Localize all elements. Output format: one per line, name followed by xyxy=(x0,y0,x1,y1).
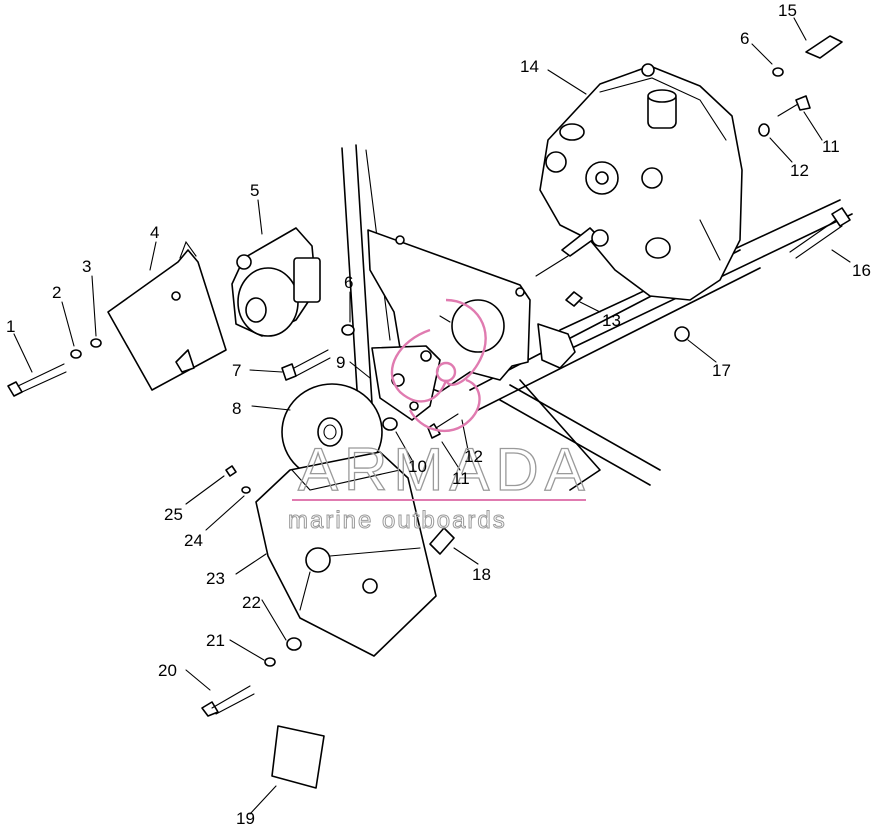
callout-labels: 1 2 3 4 5 6 6 7 8 9 10 11 11 12 12 13 14… xyxy=(6,1,871,828)
motor-5 xyxy=(231,227,321,337)
callout-7: 7 xyxy=(232,361,241,380)
callout-16: 16 xyxy=(852,261,871,280)
callout-9: 9 xyxy=(336,353,345,372)
callout-4: 4 xyxy=(150,223,159,242)
callout-11-right: 11 xyxy=(822,137,840,156)
callout-17: 17 xyxy=(712,361,731,380)
callout-2: 2 xyxy=(52,283,61,302)
callout-10: 10 xyxy=(408,457,427,476)
callout-18: 18 xyxy=(472,565,491,584)
callout-11-center: 11 xyxy=(452,469,470,488)
belt-guard-23 xyxy=(255,451,455,657)
callout-13: 13 xyxy=(602,311,621,330)
callout-6-right: 6 xyxy=(740,29,749,48)
transmission-14 xyxy=(535,63,743,301)
callout-5: 5 xyxy=(250,181,259,200)
bracket-9 xyxy=(371,345,441,421)
callout-12-right: 12 xyxy=(790,161,809,180)
leader-lines xyxy=(13,17,851,815)
watermark-brand: ARMADA xyxy=(298,436,591,503)
watermark-tagline: marine outboards xyxy=(288,507,507,534)
callout-21: 21 xyxy=(206,631,225,650)
callout-15: 15 xyxy=(778,1,797,20)
callout-14: 14 xyxy=(520,57,539,76)
callout-19: 19 xyxy=(236,809,255,828)
callout-22: 22 xyxy=(242,593,261,612)
watermark-logo-icon xyxy=(390,298,487,433)
callout-1: 1 xyxy=(6,317,15,336)
callout-8: 8 xyxy=(232,399,241,418)
callout-23: 23 xyxy=(206,569,225,588)
watermark: ARMADA marine outboards xyxy=(288,298,591,535)
callout-6-left: 6 xyxy=(344,273,353,292)
callout-25: 25 xyxy=(164,505,183,524)
fasteners xyxy=(7,35,851,789)
callout-3: 3 xyxy=(82,257,91,276)
bracket-4 xyxy=(107,240,227,391)
callout-12-center: 12 xyxy=(464,447,483,466)
callout-20: 20 xyxy=(158,661,177,680)
callout-24: 24 xyxy=(184,531,203,550)
